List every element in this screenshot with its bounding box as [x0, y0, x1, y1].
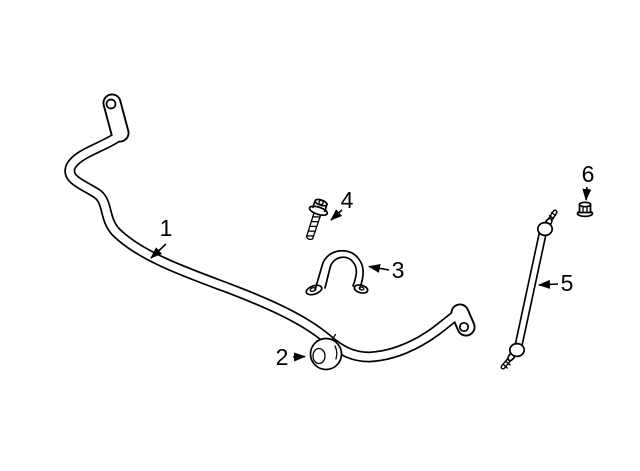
- callout-3-arrow: [368, 263, 390, 273]
- bar-eyelet-hole-left: [105, 98, 117, 110]
- bushing-split-line: [331, 333, 337, 341]
- bolt-torx-detail: [318, 199, 324, 206]
- bracket-hole-right: [358, 286, 365, 291]
- callout-4: 4: [330, 187, 354, 221]
- bracket-flange-left: [305, 284, 323, 296]
- callout-6: 6: [582, 161, 595, 201]
- callout-5-arrow: [538, 279, 559, 289]
- bushing-bracket: [305, 249, 369, 296]
- callout-2-label: 2: [276, 344, 289, 370]
- link-stud-top-threads: [548, 211, 557, 220]
- nut-facets: [582, 205, 588, 214]
- bracket-strap-inner: [324, 256, 358, 289]
- callouts: 1 2 3 4 5 6: [150, 161, 595, 370]
- bushing-body: [309, 337, 343, 371]
- callout-2: 2: [276, 344, 306, 370]
- flange-nut: [576, 201, 594, 218]
- callout-3-label: 3: [392, 257, 405, 283]
- bar-tube-fill: [66, 132, 459, 361]
- link-socket-top: [536, 221, 554, 237]
- stabilizer-bar: [64, 93, 476, 363]
- callout-1: 1: [150, 215, 173, 259]
- callout-5: 5: [538, 270, 574, 296]
- bolt-washer: [308, 205, 329, 217]
- callout-6-label: 6: [582, 161, 595, 187]
- callout-1-label: 1: [160, 215, 173, 241]
- link-stud-bottom-threads: [502, 360, 511, 369]
- bushing-bore: [312, 347, 326, 365]
- callout-6-arrow: [582, 186, 592, 201]
- callout-3: 3: [368, 257, 405, 283]
- link-rod-fill: [515, 229, 546, 351]
- bracket-bolt: [305, 198, 329, 241]
- stabilizer-link: [500, 209, 558, 370]
- callout-5-label: 5: [561, 270, 574, 296]
- bracket-strap-outer: [314, 249, 364, 291]
- bar-eyelet-hole-right: [458, 321, 470, 333]
- callout-2-arrow: [292, 352, 306, 362]
- callout-4-arrow: [330, 209, 343, 221]
- callout-4-label: 4: [341, 187, 354, 213]
- bracket-flange-right: [353, 284, 369, 294]
- nut-top: [578, 201, 592, 208]
- stabilizer-bushing: [309, 333, 343, 371]
- callout-1-arrow: [150, 243, 167, 259]
- bracket-hole-left: [309, 286, 317, 293]
- bolt-tip: [305, 236, 314, 241]
- bolt-threads: [306, 216, 321, 237]
- link-socket-bottom: [508, 342, 526, 358]
- bushing-edge-line: [334, 345, 338, 360]
